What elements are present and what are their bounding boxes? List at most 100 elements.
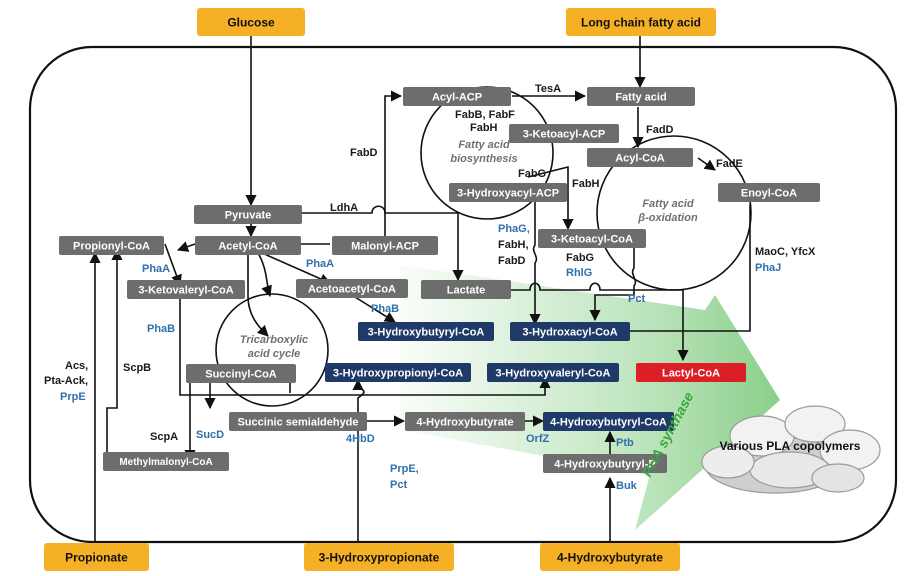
enzyme-phaj: PhaJ [755,262,781,274]
long-chain-fatty-acid-source: Long chain fatty acid [566,8,716,36]
ketoacyl-acp-node-label: 3-Ketoacyl-ACP [523,128,606,140]
lactate-node: Lactate [421,280,511,299]
hydroxybutyryl-coa-3-node: 3-Hydroxybutyryl-CoA [358,322,494,341]
enzyme-tesa: TesA [535,83,561,95]
hydroxybutyrate-source-box [540,543,680,571]
enzyme-pct2: Pct [390,479,407,491]
enzyme-fabd2: FabD [498,255,526,267]
acyl-acp-node-box [403,87,511,106]
hydroxyacyl-acp-node-label: 3-Hydroxyacyl-ACP [457,187,559,199]
hydroxypropionyl-coa-3-node-label: 3-Hydroxypropionyl-CoA [333,367,463,379]
succinyl-coa-node-label: Succinyl-CoA [205,368,277,380]
lactate-node-label: Lactate [447,284,486,296]
acetyl-coa-node: Acetyl-CoA [195,236,301,255]
acetoacetyl-coa-node-box [296,279,408,298]
enzyme-phab1: PhaB [371,303,399,315]
succinyl-coa-node-box [186,364,296,383]
hydroxyacyl-acp-node: 3-Hydroxyacyl-ACP [449,183,567,202]
hydroxybutyrate-intermediate-node: 4-Hydroxybutyrate [405,412,525,431]
malonyl-acp-node-box [332,236,438,255]
enzyme-hbd: 4HbD [346,433,375,445]
pha-synthase-arrow [400,265,780,530]
hydroxybutyrate-intermediate-node-label: 4-Hydroxybutyrate [416,416,513,428]
hydroxybutyrate-source-label: 4-Hydroxybutyrate [557,550,663,564]
ketovaleryl-coa-node-box [127,280,245,299]
fas-cycle-label-1: Fatty acid [458,139,510,151]
hydroxypropionyl-coa-3-node-box [325,363,471,382]
hydroxyacyl-acp-node-box [449,183,567,202]
enzyme-phaa1: PhaA [142,263,170,275]
cell-membrane [28,45,898,544]
acyl-acp-node-label: Acyl-ACP [432,91,482,103]
lactate-node-box [421,280,511,299]
propionyl-coa-node: Propionyl-CoA [59,236,164,255]
hydroxyvaleryl-coa-3-node-label: 3-Hydroxyvaleryl-CoA [496,367,611,379]
methylmalonyl-coa-node-label: Methylmalonyl-CoA [119,457,212,468]
hydroxyacyl-coa-3-node: 3-Hydroxacyl-CoA [510,322,630,341]
propionyl-coa-node-label: Propionyl-CoA [73,240,150,252]
enzyme-orfz: OrfZ [526,433,550,445]
lactyl-coa-node-box [636,363,746,382]
enzyme-rhlg: RhlG [566,267,592,279]
lactyl-coa-node-label: Lactyl-CoA [662,367,720,379]
ketoacyl-coa-node-label: 3-Ketoacyl-CoA [551,233,633,245]
ketoacyl-coa-node: 3-Ketoacyl-CoA [538,229,646,248]
enzyme-acs: Acs, [65,360,88,372]
hydroxybutyrate-source: 4-Hydroxybutyrate [540,543,680,571]
cycle-labels: Fatty acid biosynthesis Fatty acid β-oxi… [240,139,698,360]
propionate-source-box [44,543,149,571]
glucose-source: Glucose [197,8,305,36]
hydroxypropionate-source-label: 3-Hydroxypropionate [319,550,440,564]
tca-cycle-label-2: acid cycle [248,348,301,360]
enzyme-ptb: Ptb [616,437,634,449]
enzyme-scpa: ScpA [150,431,178,443]
enzyme-fabg1: FabG [518,168,546,180]
enzyme-sucd: SucD [196,429,224,441]
fatty-acid-node-box [587,87,695,106]
pla-copolymers-label: Various PLA copolymers [720,439,861,453]
enzyme-buk: Buk [616,480,638,492]
long-chain-fatty-acid-source-box [566,8,716,36]
enzyme-fabg2: FabG [566,252,594,264]
acetoacetyl-coa-node-label: Acetoacetyl-CoA [308,283,396,295]
enoyl-coa-node: Enoyl-CoA [718,183,820,202]
ketovaleryl-coa-node: 3-Ketovaleryl-CoA [127,280,245,299]
hydroxybutyryl-coa-3-node-box [358,322,494,341]
propionyl-coa-node-box [59,236,164,255]
succinyl-coa-node: Succinyl-CoA [186,364,296,383]
hydroxybutyryl-p-node: 4-Hydroxybutyryl-P [543,454,667,473]
enoyl-coa-node-box [718,183,820,202]
enzyme-pta: Pta-Ack, [44,375,88,387]
enzyme-fabd1: FabD [350,147,378,159]
hydroxypropionate-source-box [304,543,454,571]
fas-cycle-label-2: biosynthesis [450,153,517,165]
acyl-coa-node-box [587,148,693,167]
succinic-semialdehyde-node: Succinic semialdehyde [229,412,367,431]
enzyme-fabh2: FabH [572,178,600,190]
propionate-source: Propionate [44,543,149,571]
hydroxybutyryl-coa-4-node: 4-Hydroxybutyryl-CoA [543,412,674,431]
acyl-acp-node: Acyl-ACP [403,87,511,106]
ketoacyl-coa-node-box [538,229,646,248]
enzyme-ldha: LdhA [330,202,358,214]
hydroxypropionyl-coa-3-node: 3-Hydroxypropionyl-CoA [325,363,471,382]
hydroxybutyryl-coa-3-node-label: 3-Hydroxybutyryl-CoA [368,326,485,338]
hydroxyacyl-coa-3-node-label: 3-Hydroxacyl-CoA [522,326,617,338]
methylmalonyl-coa-node-box [103,452,229,471]
enzyme-fabbf: FabB, FabF [455,109,515,121]
propionate-source-label: Propionate [65,550,128,564]
fatty-acid-node: Fatty acid [587,87,695,106]
enzyme-fabh1: FabH [470,122,498,134]
acyl-coa-node: Acyl-CoA [587,148,693,167]
pyruvate-node-box [194,205,302,224]
succinic-semialdehyde-node-label: Succinic semialdehyde [237,416,358,428]
beta-cycle-label-1: Fatty acid [642,198,694,210]
hydroxyacyl-coa-3-node-box [510,322,630,341]
ketoacyl-acp-node-box [509,124,619,143]
hydroxybutyrate-intermediate-node-box [405,412,525,431]
hydroxybutyryl-p-node-box [543,454,667,473]
enzyme-fadd: FadD [646,124,674,136]
